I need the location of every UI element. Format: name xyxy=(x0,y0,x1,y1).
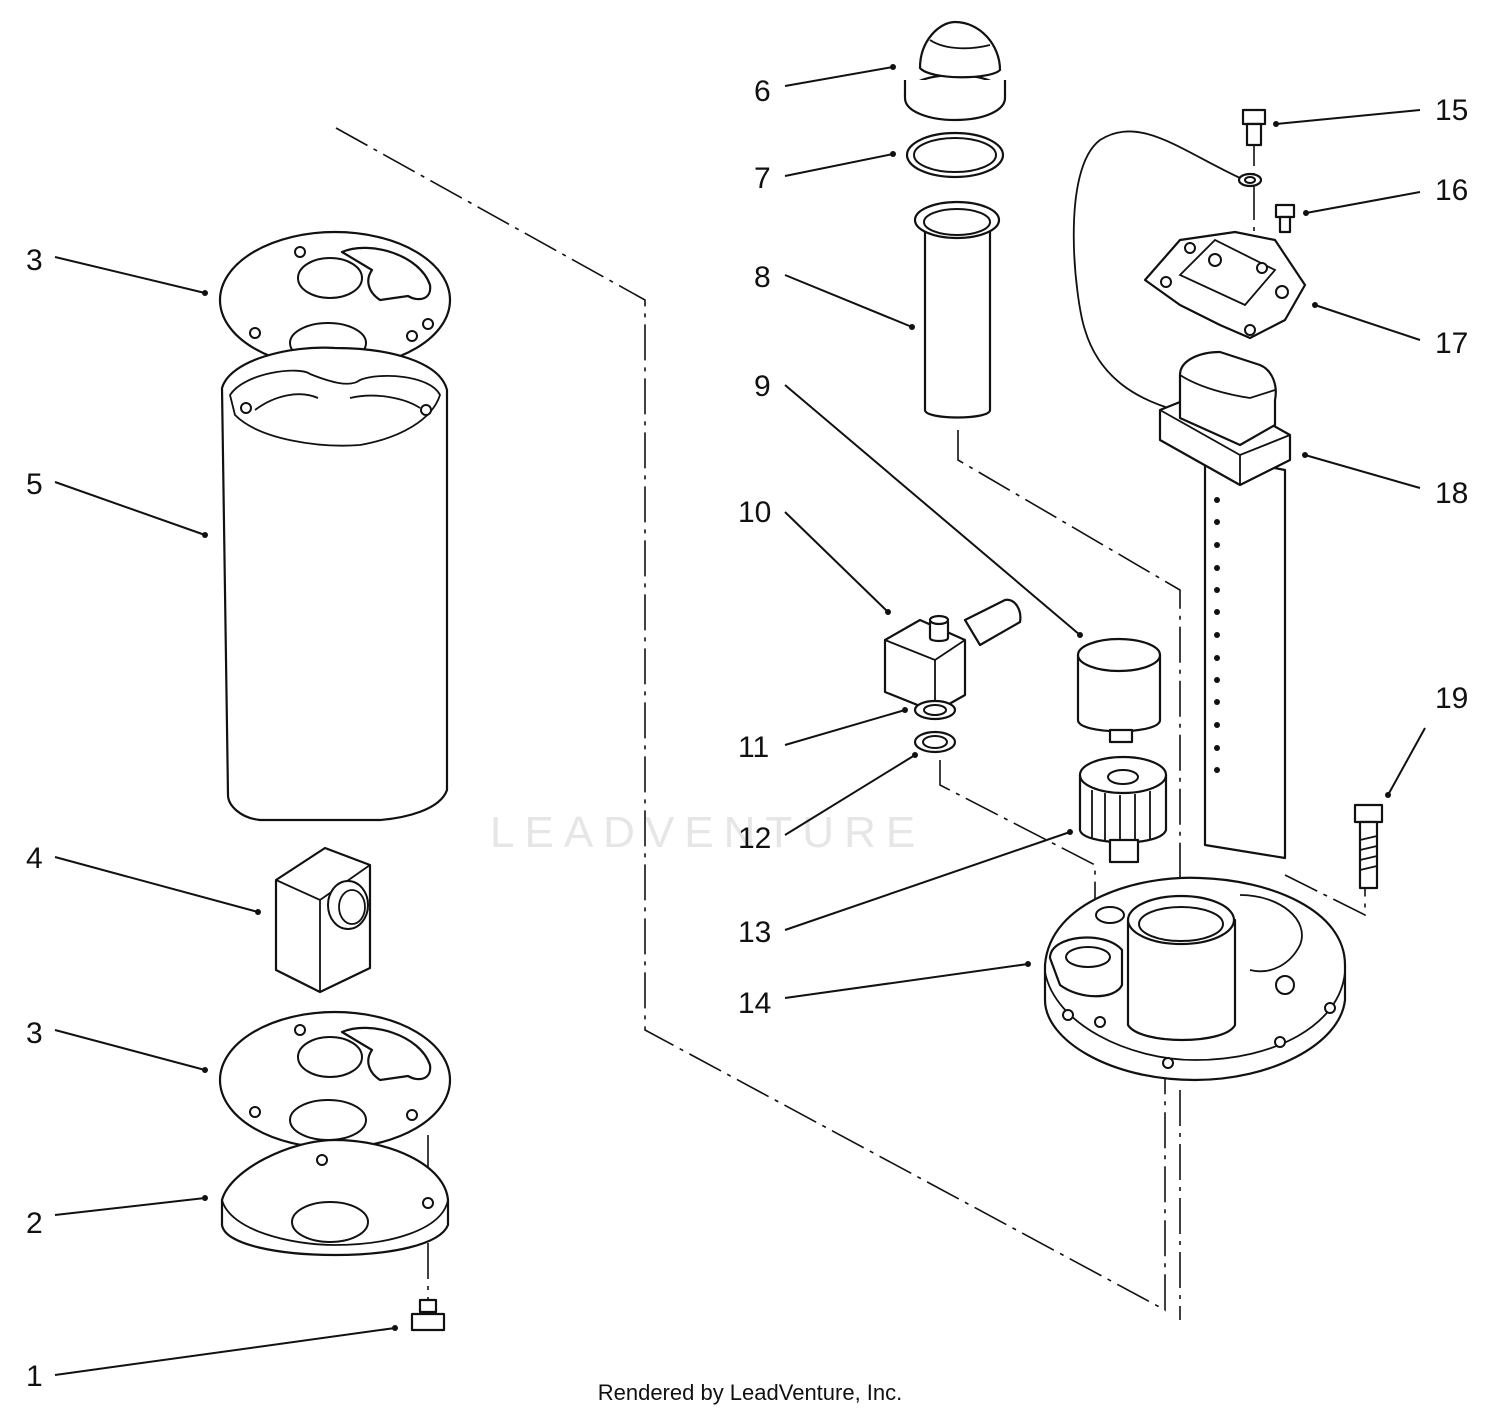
part-7-o-ring xyxy=(905,131,1005,179)
watermark: LEADVENTURE xyxy=(490,808,926,857)
callout-8: 8 xyxy=(754,261,771,294)
callout-3-upper: 3 xyxy=(26,244,43,277)
callout-9: 9 xyxy=(754,370,771,403)
part-12-washer xyxy=(913,730,957,754)
callout-7: 7 xyxy=(754,162,771,195)
callout-3-lower: 3 xyxy=(26,1017,43,1050)
part-17-cover-plate xyxy=(1143,230,1307,340)
part-18-level-sensor xyxy=(1158,350,1292,860)
part-9-cup xyxy=(1076,637,1162,744)
callout-4: 4 xyxy=(26,842,43,875)
callout-14: 14 xyxy=(738,987,771,1020)
part-14-flange xyxy=(1043,876,1347,1082)
part-8-filler-tube xyxy=(913,200,1001,419)
leader-lines xyxy=(54,64,1426,1376)
part-10-solenoid xyxy=(883,598,1022,714)
part-5-housing xyxy=(220,346,449,822)
part-15-screw xyxy=(1237,108,1267,188)
callout-12: 12 xyxy=(738,822,771,855)
callout-1: 1 xyxy=(26,1360,43,1393)
part-2-base-plate xyxy=(220,1138,450,1257)
callout-10: 10 xyxy=(738,496,771,529)
callout-11: 11 xyxy=(738,731,769,764)
callout-6: 6 xyxy=(754,75,771,108)
part-11-washer xyxy=(913,699,957,721)
part-16-screw xyxy=(1274,203,1296,234)
callout-labels: 1 2 3 3 4 5 6 7 8 9 10 11 12 13 14 15 16… xyxy=(26,75,1468,1393)
callout-16: 16 xyxy=(1435,174,1468,207)
callout-19: 19 xyxy=(1435,682,1468,715)
footer-credit: Rendered by LeadVenture, Inc. xyxy=(597,1380,903,1405)
callout-5: 5 xyxy=(26,468,43,501)
callout-13: 13 xyxy=(738,916,771,949)
part-1-bolt xyxy=(410,1298,446,1332)
part-19-bolt xyxy=(1353,803,1384,890)
part-3-lower-gasket xyxy=(218,1010,452,1150)
callout-18: 18 xyxy=(1435,477,1468,510)
part-13-impeller xyxy=(1078,755,1168,864)
callout-15: 15 xyxy=(1435,94,1468,127)
part-4-block xyxy=(274,846,372,994)
callout-17: 17 xyxy=(1435,327,1468,360)
callout-2: 2 xyxy=(26,1207,43,1240)
part-6-cap xyxy=(903,20,1007,122)
